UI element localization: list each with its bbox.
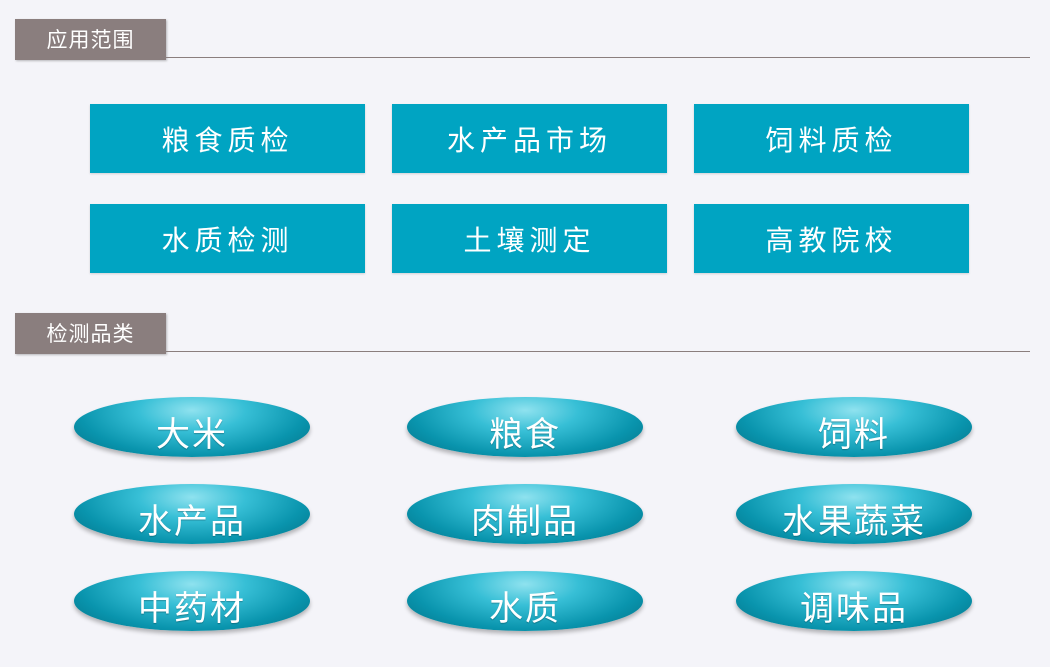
application-item[interactable]: 水质检测 [90, 204, 365, 273]
section-header-categories: 检测品类 [15, 313, 1030, 354]
application-item[interactable]: 粮食质检 [90, 104, 365, 173]
category-label: 粮食 [489, 414, 561, 455]
section-title-categories: 检测品类 [15, 313, 166, 354]
category-label: 饲料 [818, 414, 890, 455]
section-divider [166, 351, 1030, 352]
application-grid: 粮食质检 水产品市场 饲料质检 水质检测 土壤测定 高教院校 [90, 104, 969, 273]
application-item[interactable]: 高教院校 [694, 204, 969, 273]
category-label: 中药材 [138, 588, 246, 629]
category-item[interactable]: 水产品 [74, 484, 310, 544]
application-item[interactable]: 水产品市场 [392, 104, 667, 173]
category-item[interactable]: 肉制品 [407, 484, 643, 544]
category-label: 肉制品 [471, 501, 579, 542]
section-header-applications: 应用范围 [15, 19, 1030, 60]
category-item[interactable]: 水质 [407, 571, 643, 631]
category-label: 水产品 [138, 501, 246, 542]
section-title-applications: 应用范围 [15, 19, 166, 60]
application-item[interactable]: 土壤测定 [392, 204, 667, 273]
section-divider [166, 57, 1030, 58]
category-item[interactable]: 调味品 [736, 571, 972, 631]
category-item[interactable]: 饲料 [736, 397, 972, 457]
category-item[interactable]: 水果蔬菜 [736, 484, 972, 544]
application-item[interactable]: 饲料质检 [694, 104, 969, 173]
category-label: 水果蔬菜 [782, 501, 926, 542]
category-label: 大米 [156, 414, 228, 455]
category-item[interactable]: 中药材 [74, 571, 310, 631]
category-item[interactable]: 粮食 [407, 397, 643, 457]
category-label: 调味品 [800, 588, 908, 629]
category-label: 水质 [489, 588, 561, 629]
category-item[interactable]: 大米 [74, 397, 310, 457]
category-grid: 大米 粮食 饲料 水产品 肉制品 水果蔬菜 中药材 水质 调味品 [74, 397, 972, 637]
